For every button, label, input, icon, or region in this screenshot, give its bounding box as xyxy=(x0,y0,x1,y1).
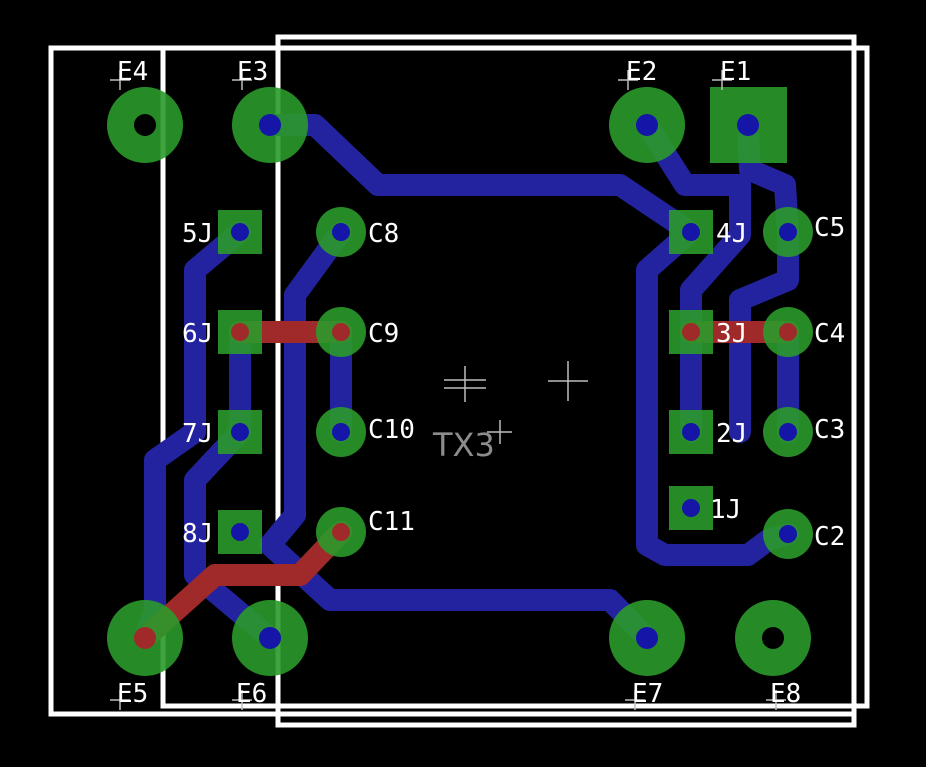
pad-e6[interactable] xyxy=(232,600,308,676)
pad-j5[interactable] xyxy=(218,210,262,254)
pad-c4[interactable] xyxy=(763,307,813,357)
label-j4: 4J xyxy=(716,219,747,249)
board-outlines xyxy=(48,34,870,728)
pads xyxy=(107,87,813,676)
label-c11: C11 xyxy=(368,507,415,537)
label-e1: E1 xyxy=(720,57,751,87)
pad-c8[interactable] xyxy=(316,207,366,257)
pad-c9[interactable] xyxy=(316,307,366,357)
label-c9: C9 xyxy=(368,319,399,349)
label-j8: 8J xyxy=(182,519,213,549)
pad-e5[interactable] xyxy=(107,600,183,676)
pad-j4[interactable] xyxy=(669,210,713,254)
label-c2: C2 xyxy=(814,522,845,552)
component-labels: E4 E3 E2 E1 E5 E6 E7 E8 5J 6J 7J 8J 4J 3… xyxy=(117,57,845,709)
label-e2: E2 xyxy=(626,57,657,87)
part-name-label: TX3 xyxy=(432,426,495,464)
label-j5: 5J xyxy=(182,219,213,249)
pad-j6[interactable] xyxy=(218,310,262,354)
pad-j2[interactable] xyxy=(669,410,713,454)
label-e6: E6 xyxy=(236,679,267,709)
pad-c5[interactable] xyxy=(763,207,813,257)
bottom-layer-traces xyxy=(134,114,799,649)
trace-c8-c11[interactable] xyxy=(259,221,658,649)
trace-j7-e6[interactable] xyxy=(184,421,281,649)
trace-e5-c11[interactable] xyxy=(134,521,352,649)
trace-e2-j3[interactable] xyxy=(636,114,751,443)
crosshair-markers xyxy=(110,70,786,710)
pad-e2[interactable] xyxy=(609,87,685,163)
label-e4: E4 xyxy=(117,57,148,87)
pad-e4[interactable] xyxy=(107,87,183,163)
pad-j1[interactable] xyxy=(669,486,713,530)
label-c5: C5 xyxy=(814,213,845,243)
label-j1: 1J xyxy=(710,495,741,525)
label-j6: 6J xyxy=(182,319,213,349)
label-c8: C8 xyxy=(368,219,399,249)
label-j7: 7J xyxy=(182,419,213,449)
label-e3: E3 xyxy=(237,57,268,87)
label-c3: C3 xyxy=(814,415,845,445)
pad-e1[interactable] xyxy=(710,87,787,163)
label-e5: E5 xyxy=(117,679,148,709)
pad-j8[interactable] xyxy=(218,510,262,554)
pad-e7[interactable] xyxy=(609,600,685,676)
pad-e8[interactable] xyxy=(735,600,811,676)
pad-e3[interactable] xyxy=(232,87,308,163)
label-e7: E7 xyxy=(632,679,663,709)
label-j3: 3J xyxy=(716,319,747,349)
label-c4: C4 xyxy=(814,319,845,349)
pad-c10[interactable] xyxy=(316,407,366,457)
pad-c3[interactable] xyxy=(763,407,813,457)
pad-c2[interactable] xyxy=(763,509,813,559)
outline-right xyxy=(275,34,857,728)
label-e8: E8 xyxy=(770,679,801,709)
outline-middle xyxy=(160,45,870,709)
pad-j7[interactable] xyxy=(218,410,262,454)
pad-j3[interactable] xyxy=(669,310,713,354)
label-j2: 2J xyxy=(716,419,747,449)
pad-c11[interactable] xyxy=(316,507,366,557)
label-c10: C10 xyxy=(368,415,415,445)
